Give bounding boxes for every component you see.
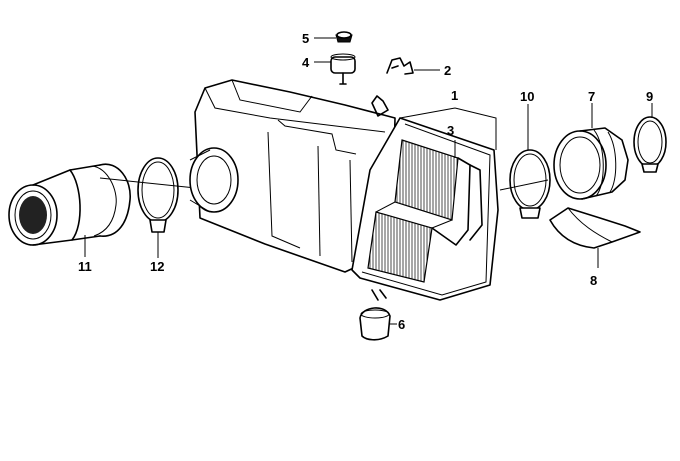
leader-lines xyxy=(84,37,653,325)
callout-9: 9 xyxy=(646,89,653,104)
hose-clamp-part-10 xyxy=(509,149,551,219)
intake-funnel-part-11 xyxy=(8,163,131,246)
spring-clip-part-2 xyxy=(371,57,414,117)
hose-clamp-part-9 xyxy=(633,116,667,173)
callout-1: 1 xyxy=(451,88,458,103)
nut-part-5 xyxy=(335,31,353,43)
hose-clamp-part-12 xyxy=(99,157,216,233)
air-filter-housing xyxy=(189,79,396,273)
callout-labels: 1 2 3 4 5 6 7 8 9 10 11 12 xyxy=(78,31,653,332)
filter-element-part-3 xyxy=(367,139,483,283)
callout-11: 11 xyxy=(78,259,92,274)
rubber-boot-part-6 xyxy=(359,289,391,341)
callout-3: 3 xyxy=(447,123,454,138)
callout-7: 7 xyxy=(588,89,595,104)
callout-6: 6 xyxy=(398,317,405,332)
rubber-mount-part-4 xyxy=(330,53,356,85)
callout-2: 2 xyxy=(444,63,451,78)
callout-12: 12 xyxy=(150,259,164,274)
heat-shield-part-8 xyxy=(549,207,641,249)
callout-8: 8 xyxy=(590,273,597,288)
callout-4: 4 xyxy=(302,55,310,70)
callout-5: 5 xyxy=(302,31,309,46)
rubber-bellows-part-7 xyxy=(553,127,629,200)
callout-10: 10 xyxy=(520,89,534,104)
